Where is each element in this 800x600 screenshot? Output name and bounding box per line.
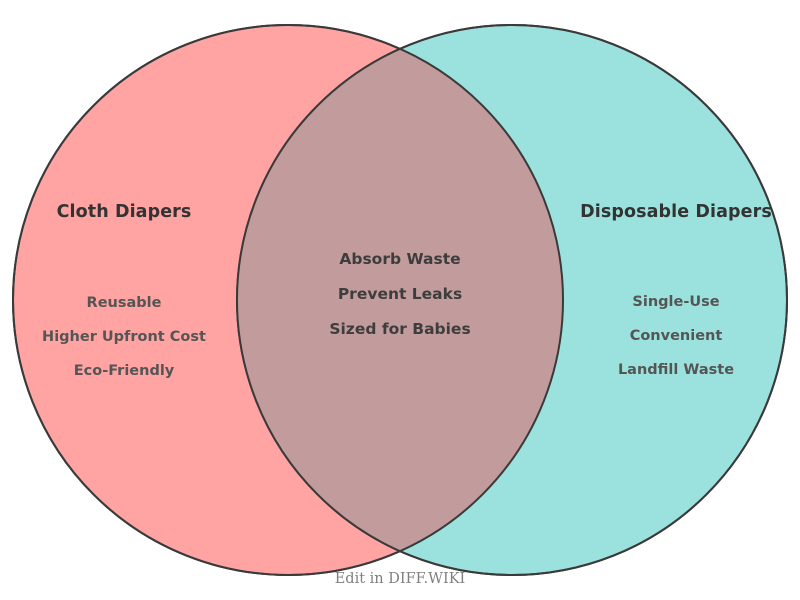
left-set-outline: [12, 24, 564, 576]
right-set-outline: [236, 24, 788, 576]
intersection-region[interactable]: [237, 25, 787, 575]
